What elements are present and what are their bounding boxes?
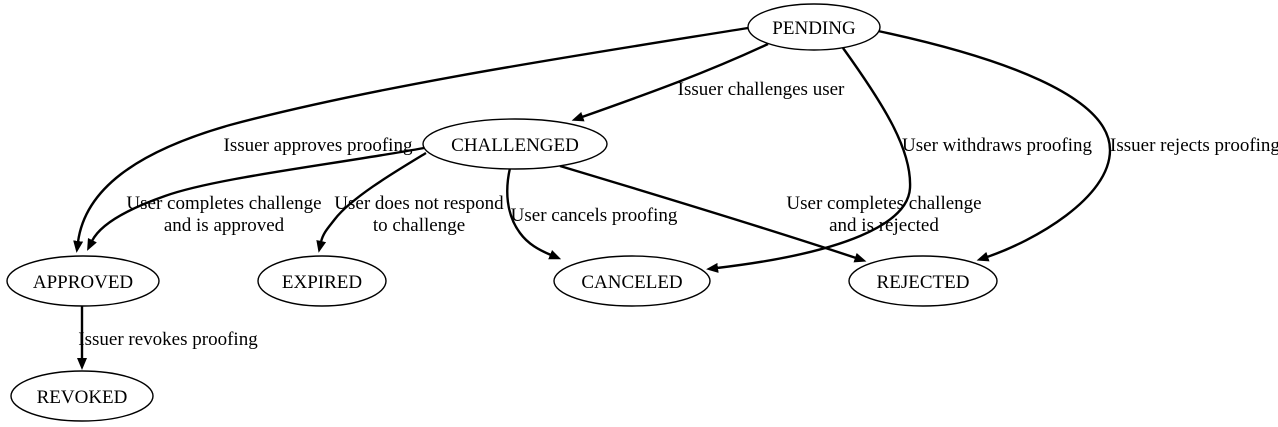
- state-node-rejected: REJECTED: [848, 255, 998, 307]
- edge-pending-to-approved: [73, 26, 749, 253]
- state-node-canceled: CANCELED: [553, 255, 711, 307]
- edge-label-issuer-approves-proofing: Issuer approves proofing: [224, 135, 413, 156]
- edge-label-issuer-challenges-user: Issuer challenges user: [678, 79, 845, 100]
- state-ellipse-approved: [6, 255, 160, 307]
- state-label-expired: EXPIRED: [282, 272, 362, 293]
- edge-label-completes-challenge-approved-line1: User completes challenge: [126, 193, 321, 214]
- state-label-approved: APPROVED: [33, 272, 133, 293]
- state-node-challenged: CHALLENGED: [422, 118, 608, 170]
- node-layer: PENDING CHALLENGED APPROVED EXPIRED CANC…: [6, 3, 998, 422]
- edge-label-issuer-rejects-proofing: Issuer rejects proofing: [1110, 135, 1278, 156]
- state-ellipse-revoked: [10, 370, 154, 422]
- state-label-revoked: REVOKED: [37, 387, 128, 408]
- state-ellipse-challenged: [422, 118, 608, 170]
- edge-pending-to-canceled: [706, 47, 912, 273]
- edge-label-layer: Issuer challenges user Issuer approves p…: [78, 79, 1278, 350]
- state-ellipse-pending: [747, 3, 881, 51]
- edge-challenged-to-approved: [87, 146, 425, 251]
- edge-label-completes-challenge-rejected-line1: User completes challenge: [786, 193, 981, 214]
- edge-label-does-not-respond-line1: User does not respond: [334, 193, 504, 214]
- edge-label-completes-challenge-approved-line2: and is approved: [164, 215, 285, 236]
- edge-challenged-to-canceled: [506, 167, 562, 260]
- state-ellipse-expired: [257, 255, 387, 307]
- state-ellipse-rejected: [848, 255, 998, 307]
- edge-label-issuer-revokes-proofing: Issuer revokes proofing: [78, 329, 258, 350]
- state-label-rejected: REJECTED: [877, 272, 970, 293]
- state-label-canceled: CANCELED: [581, 272, 682, 293]
- edge-label-user-cancels-proofing: User cancels proofing: [511, 205, 678, 226]
- edge-label-user-withdraws-proofing: User withdraws proofing: [902, 135, 1092, 156]
- edge-challenged-to-rejected: [559, 164, 867, 263]
- edge-pending-to-rejected: [877, 29, 1112, 262]
- state-node-approved: APPROVED: [6, 255, 160, 307]
- state-label-pending: PENDING: [772, 18, 856, 39]
- state-ellipse-canceled: [553, 255, 711, 307]
- state-node-expired: EXPIRED: [257, 255, 387, 307]
- edge-challenged-to-expired: [316, 151, 427, 253]
- state-node-pending: PENDING: [747, 3, 881, 51]
- edge-pending-to-challenged: [571, 42, 769, 122]
- edge-layer: [73, 26, 1112, 370]
- edge-label-completes-challenge-rejected-line2: and is rejected: [829, 215, 939, 236]
- state-label-challenged: CHALLENGED: [451, 135, 579, 156]
- state-node-revoked: REVOKED: [10, 370, 154, 422]
- edge-label-does-not-respond-line2: to challenge: [373, 215, 465, 236]
